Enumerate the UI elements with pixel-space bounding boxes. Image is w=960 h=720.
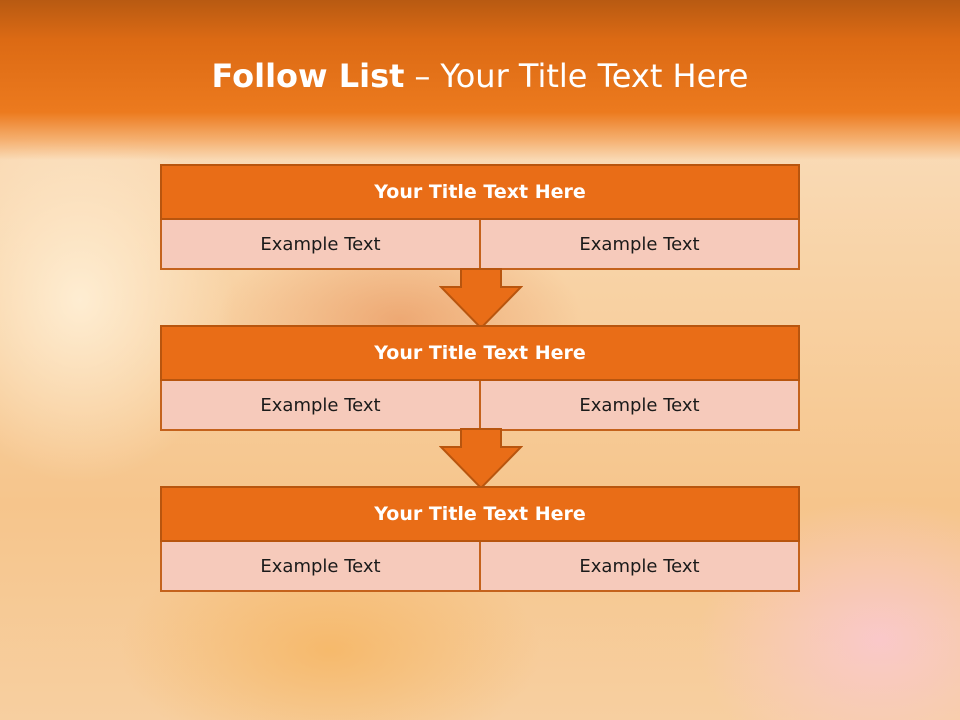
block-cell-left: Example Text <box>160 542 481 592</box>
slide-title: Follow List–Your Title Text Here <box>0 52 960 100</box>
down-arrow-icon <box>439 268 523 330</box>
title-bold-text: Follow List <box>211 57 405 95</box>
block-cell-left: Example Text <box>160 381 481 431</box>
list-block-1: Your Title Text Here Example Text Exampl… <box>160 164 800 270</box>
title-separator: – <box>414 57 431 95</box>
block-row: Example Text Example Text <box>160 220 800 270</box>
block-cell-right: Example Text <box>481 220 800 270</box>
block-row: Example Text Example Text <box>160 381 800 431</box>
block-row: Example Text Example Text <box>160 542 800 592</box>
header-band <box>0 0 960 160</box>
block-header: Your Title Text Here <box>160 164 800 220</box>
list-block-3: Your Title Text Here Example Text Exampl… <box>160 486 800 592</box>
title-subtitle-text: Your Title Text Here <box>440 57 749 95</box>
block-cell-right: Example Text <box>481 542 800 592</box>
block-header: Your Title Text Here <box>160 325 800 381</box>
block-cell-right: Example Text <box>481 381 800 431</box>
down-arrow-icon <box>439 428 523 490</box>
block-header: Your Title Text Here <box>160 486 800 542</box>
block-cell-left: Example Text <box>160 220 481 270</box>
list-block-2: Your Title Text Here Example Text Exampl… <box>160 325 800 431</box>
